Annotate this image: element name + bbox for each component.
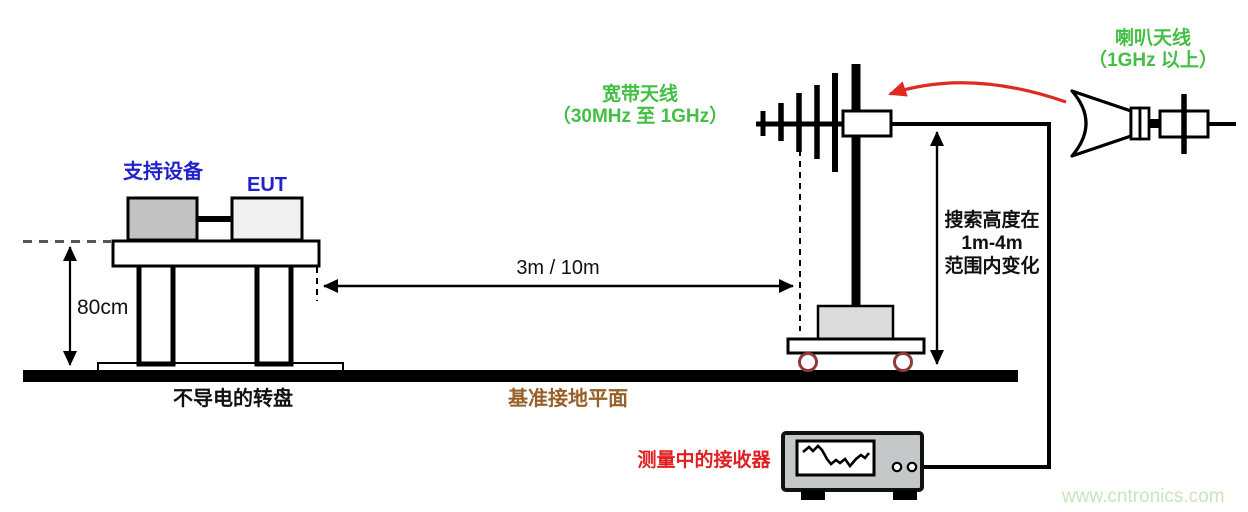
support-equipment-box	[126, 196, 199, 242]
receiver-foot-right	[893, 490, 917, 500]
antenna-junction-box	[841, 109, 893, 138]
eut-label: EUT	[247, 174, 287, 196]
table-top	[111, 239, 321, 268]
watermark: www.cntronics.com	[1062, 486, 1225, 507]
search-height-label-line2: 1m-4m	[961, 233, 1023, 254]
cart-wheel-right	[893, 352, 913, 372]
cart-platform	[786, 337, 926, 355]
broadband-antenna-label-line1: 宽带天线	[601, 84, 678, 105]
horn-antenna-label-line1: 喇叭天线	[1114, 28, 1191, 49]
horn-callout-red-arrow	[888, 81, 1067, 104]
horn-flange-2	[1138, 106, 1151, 141]
table-height-label: 80cm	[77, 296, 129, 319]
horn-connector	[1149, 119, 1160, 128]
horn-antenna-label: 喇叭天线 （1GHz 以上）	[1068, 28, 1238, 72]
horn-flare	[1070, 89, 1133, 158]
horn-antenna	[1070, 89, 1236, 158]
eut-box	[230, 196, 304, 242]
table-leg-right	[254, 261, 294, 367]
log-periodic-antenna	[756, 73, 843, 172]
antenna-cart	[786, 304, 926, 372]
search-height-label-line3: 范围内变化	[944, 256, 1040, 277]
cart-drive-box	[816, 304, 895, 341]
broadband-antenna-label-line2: （30MHz 至 1GHz）	[551, 106, 729, 127]
receiver-instrument	[781, 431, 924, 500]
search-height-label: 搜索高度在 1m-4m 范围内变化	[936, 209, 1048, 278]
ground-plane-bar	[23, 370, 1018, 382]
receiver-label: 测量中的接收器	[637, 450, 771, 471]
receiver-foot-left	[801, 490, 825, 500]
search-height-label-line1: 搜索高度在	[944, 210, 1040, 231]
support-equipment-label: 支持设备	[123, 161, 203, 183]
receiver-connector-2	[906, 461, 918, 473]
receiver-waveform-trace	[802, 444, 871, 469]
receiver-connector-1	[891, 461, 903, 473]
antenna-feed-cable	[891, 122, 1051, 469]
ground-plane-label: 基准接地平面	[508, 388, 628, 410]
turntable-base-plate	[97, 362, 344, 372]
distance-label: 3m / 10m	[516, 257, 600, 279]
table-leg-left	[136, 261, 176, 367]
horn-antenna-label-line2: （1GHz 以上）	[1088, 50, 1218, 71]
cart-wheel-left	[798, 352, 818, 372]
eut-support-cable	[196, 216, 233, 222]
turntable-label: 不导电的转盘	[173, 388, 293, 410]
broadband-antenna-label: 宽带天线 （30MHz 至 1GHz）	[533, 84, 747, 128]
